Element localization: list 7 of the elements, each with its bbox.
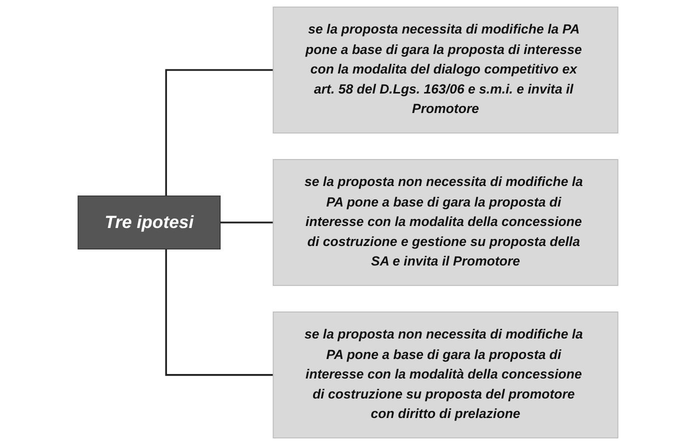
connector xyxy=(164,69,273,196)
node-box: se la proposta non necessita di modifiche la PA pone a base di gara la proposta di interesse con la modalità della concessione di costruzione su proposta del promotore con diritto di prelazione xyxy=(272,312,618,438)
connector xyxy=(218,222,273,224)
connector xyxy=(164,249,273,376)
node-box: se la proposta necessita di modifiche la PA pone a base di gara la proposta di interesse con la modalita del dialogo competitivo ex art. 58 del D.Lgs. 163/06 e s.m.i. e invita il Promotore xyxy=(272,6,618,134)
node-box: se la proposta non necessita di modifiche la PA pone a base di gara la proposta di interesse con la modalita della concessione di costruzione e gestione su proposta della SA e invita il Promotore xyxy=(272,159,618,286)
node-box: Tre ipotesi xyxy=(77,196,220,250)
